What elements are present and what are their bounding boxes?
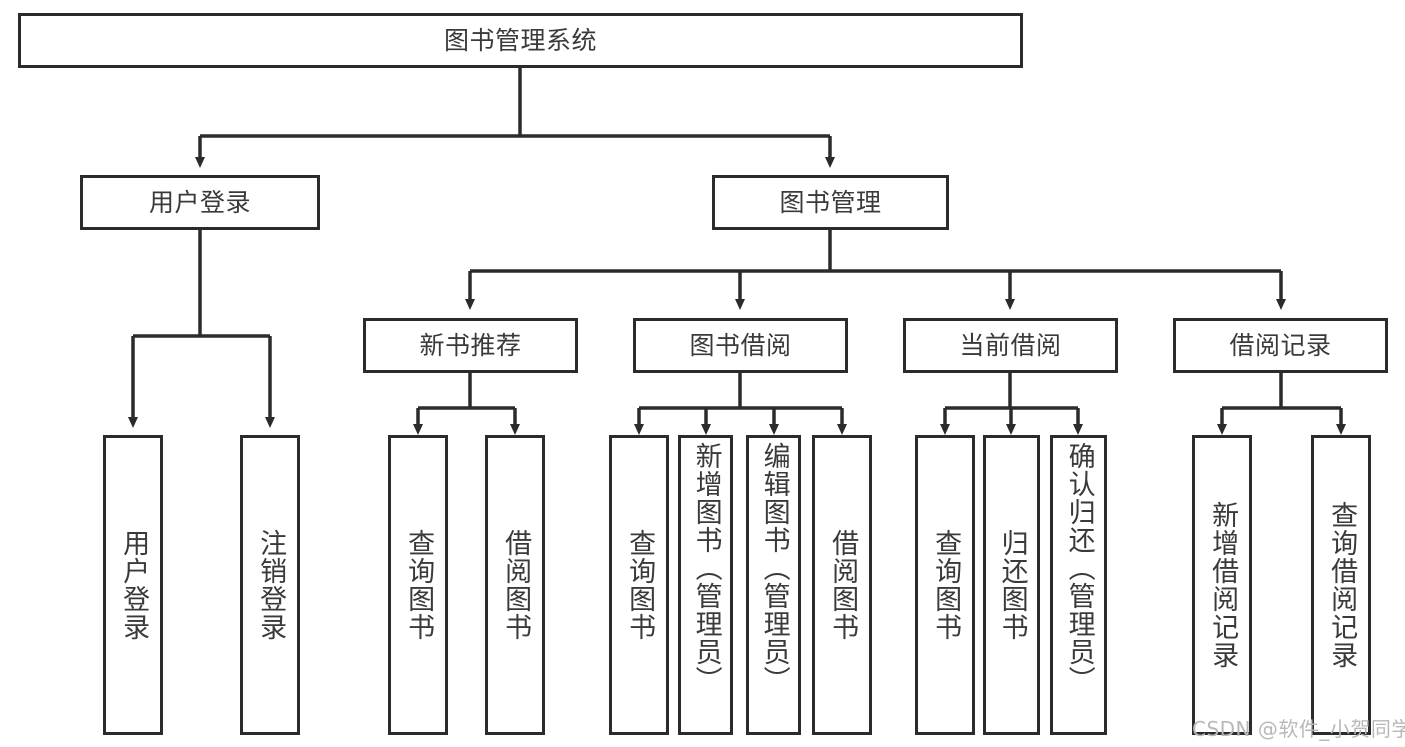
node-label: 借阅记录	[1229, 330, 1332, 360]
leaf-book-borrow-add-book-admin[interactable]: 新增图书（管理员）	[678, 435, 733, 735]
node-book-borrow[interactable]: 图书借阅	[633, 318, 848, 373]
node-label: 当前借阅	[959, 330, 1062, 360]
node-label: 查询借阅记录	[1326, 501, 1358, 669]
watermark-csdn: CSDN @软件_小贺同学	[1192, 717, 1405, 741]
node-label: 用户登录	[148, 187, 251, 217]
node-new-book-recommend[interactable]: 新书推荐	[363, 318, 578, 373]
node-label: 归还图书	[996, 529, 1028, 641]
leaf-book-borrow-query-book[interactable]: 查询图书	[609, 435, 669, 735]
node-book-management[interactable]: 图书管理	[712, 175, 949, 230]
node-label: 借阅图书	[827, 529, 859, 641]
node-user-login[interactable]: 用户登录	[80, 175, 320, 230]
leaf-current-borrow-confirm-return-admin[interactable]: 确认归还（管理员）	[1050, 435, 1107, 735]
leaf-new-book-query-book[interactable]: 查询图书	[388, 435, 448, 735]
leaf-current-borrow-query-book[interactable]: 查询图书	[915, 435, 975, 735]
leaf-book-borrow-borrow-book[interactable]: 借阅图书	[812, 435, 872, 735]
node-label: 查询图书	[403, 529, 435, 641]
node-label: 用户登录	[118, 529, 150, 641]
leaf-user-login-login[interactable]: 用户登录	[103, 435, 163, 735]
leaf-user-login-logout[interactable]: 注销登录	[240, 435, 300, 735]
node-label: 确认归还（管理员）	[1063, 442, 1095, 694]
node-current-borrow[interactable]: 当前借阅	[903, 318, 1118, 373]
leaf-new-book-borrow-book[interactable]: 借阅图书	[485, 435, 545, 735]
node-label: 注销登录	[255, 529, 287, 641]
node-label: 图书管理系统	[443, 25, 597, 55]
node-label: 借阅图书	[500, 529, 532, 641]
node-label: 图书借阅	[689, 330, 792, 360]
leaf-book-borrow-edit-book-admin[interactable]: 编辑图书（管理员）	[746, 435, 801, 735]
node-label: 新增图书（管理员）	[690, 442, 722, 694]
node-label: 查询图书	[624, 529, 656, 641]
node-label: 编辑图书（管理员）	[758, 442, 790, 694]
node-label: 图书管理	[779, 187, 882, 217]
node-label: 查询图书	[930, 529, 962, 641]
leaf-borrow-record-add-record[interactable]: 新增借阅记录	[1192, 435, 1252, 735]
node-label: 新书推荐	[419, 330, 522, 360]
leaf-borrow-record-query-record[interactable]: 查询借阅记录	[1311, 435, 1371, 735]
node-root-library-management-system[interactable]: 图书管理系统	[18, 13, 1023, 68]
leaf-current-borrow-return-book[interactable]: 归还图书	[983, 435, 1040, 735]
node-label: 新增借阅记录	[1207, 501, 1239, 669]
node-borrow-record[interactable]: 借阅记录	[1173, 318, 1388, 373]
